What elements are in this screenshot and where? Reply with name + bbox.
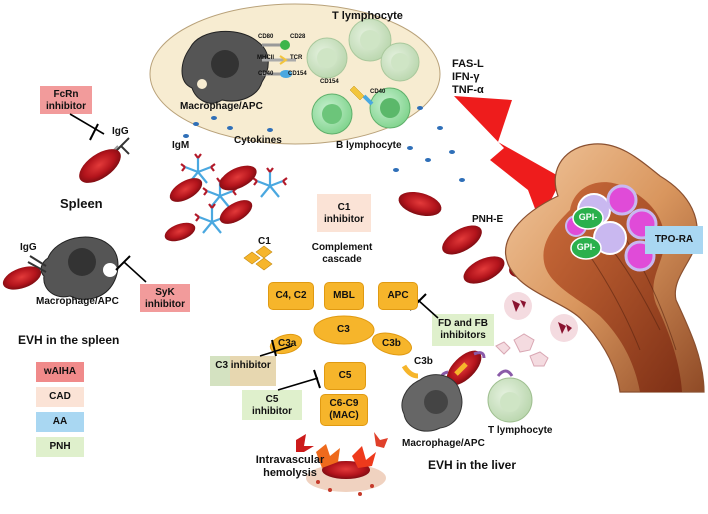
rbc-igm-1	[169, 178, 203, 202]
rbc-spleen-bottom	[2, 266, 42, 290]
c3-shape	[313, 315, 375, 345]
syk-inhibitor-bg	[140, 284, 190, 312]
c3b-label: C3b	[382, 338, 401, 349]
costimulatory-receptors	[262, 40, 296, 78]
legend-pnh-label: PNH	[49, 441, 71, 452]
cd28-label: CD28	[290, 34, 306, 40]
legend-wAIHA-label: wAIHA	[43, 366, 77, 377]
igg-bottom-label: IgG	[20, 242, 37, 253]
spleen-macrophage-label: Macrophage/APC	[36, 296, 119, 307]
fcrn-inhibitor-bg	[40, 86, 92, 114]
igg-top-label: IgG	[112, 126, 129, 137]
cytokine-ifn-gamma: IFN-γ	[452, 71, 480, 83]
cytokine-fas-l: FAS-L	[452, 58, 484, 70]
cd40-b-label: CD40	[370, 89, 386, 95]
rbc-igm-2	[219, 165, 257, 191]
hemolysis-splash	[296, 432, 388, 496]
complement-cascade-title: Complement cascade	[311, 242, 373, 265]
rbc-igm-4	[164, 222, 196, 242]
legend-cad-label: CAD	[49, 391, 71, 402]
cytokine-dots	[183, 106, 465, 182]
gpi-label-2: GPI-	[576, 242, 596, 252]
mhcii-label: MHCII	[257, 55, 274, 61]
fd-fb-inhibitors-bg	[432, 314, 494, 346]
tcr-label: TCR	[290, 55, 303, 61]
c3b-fragment	[401, 364, 419, 379]
evh-spleen-title: EVH in the spleen	[18, 333, 120, 347]
rbc-igm-3	[219, 200, 253, 224]
evh-liver-title: EVH in the liver	[428, 458, 517, 472]
b-lymphocyte-label: B lymphocyte	[336, 140, 402, 151]
apc-box: APC	[378, 282, 418, 310]
syk-inhibitor-label: SyK inhibitor	[145, 287, 185, 310]
liver-t-lymphocyte-label: T lymphocyte	[488, 425, 553, 436]
t-lymphocyte-label: T lymphocyte	[332, 10, 403, 22]
c5-box: C5	[324, 362, 366, 390]
fragmented-cells	[495, 292, 578, 367]
rbc-spleen-top	[79, 149, 121, 183]
legend-cad-swatch	[36, 387, 84, 407]
c1-inhibitor-label: C1 inhibitor	[324, 202, 364, 225]
c5-inhibitor-bg	[242, 390, 302, 420]
c3-label: C3	[337, 324, 350, 335]
c3-inhibitor-label: C3 inhibitor	[215, 360, 271, 371]
c1-complex	[243, 245, 273, 271]
legend-aa-swatch	[36, 412, 84, 432]
c6-c9-mac-box: C6-C9 (MAC)	[320, 394, 368, 426]
lightning-bolt	[454, 96, 562, 222]
c3b-liver-label: C3b	[414, 356, 433, 367]
cd80-label: CD80	[258, 34, 274, 40]
tpo-ra-label: TPO-RA	[654, 234, 694, 245]
legend-pnh-swatch	[36, 437, 84, 457]
c5-inhibitor-label: C5 inhibitor	[252, 394, 292, 417]
gpi-cells	[565, 184, 658, 272]
gpi-badge-1	[572, 206, 604, 230]
cd154-b-label: CD154	[320, 79, 339, 85]
c1-label: C1	[258, 236, 271, 247]
legend-wAIHA-swatch	[36, 362, 84, 382]
rbc-pnh-1	[398, 191, 442, 217]
pnh-e-label: PNH-E	[472, 214, 504, 225]
c3a-label: C3a	[278, 338, 297, 349]
cd154-label: CD154	[288, 71, 307, 77]
macrophage-apc-label: Macrophage/APC	[180, 101, 263, 112]
liver-macrophage-label: Macrophage/APC	[402, 438, 485, 449]
c4-c2-box: C4, C2	[268, 282, 314, 310]
fd-fb-inhibitors-label: FD and FB inhibitors	[438, 318, 488, 341]
c3b-shape	[372, 332, 412, 356]
tpo-ra-bg	[645, 226, 703, 254]
spleen-title: Spleen	[60, 196, 103, 211]
intravascular-hemolysis-label: Intravascular hemolysis	[255, 454, 325, 479]
gpi-badge-2	[570, 236, 602, 260]
c3a-shape	[269, 333, 303, 355]
mbl-box: MBL	[324, 282, 364, 310]
cytokines-label: Cytokines	[234, 135, 282, 146]
gpi-label-1: GPI-	[578, 212, 598, 222]
cd40-label: CD40	[258, 71, 274, 77]
igm-label: IgM	[172, 140, 190, 151]
rbc-pnh-3	[463, 256, 505, 284]
macrophage-nucleus	[211, 50, 239, 78]
cytokine-list: FAS-L IFN-γ TNF-α	[452, 58, 484, 97]
cytokine-tnf-alpha: TNF-α	[452, 84, 484, 96]
fcrn-inhibitor-label: FcRn inhibitor	[46, 89, 86, 112]
rbc-pnh-2	[442, 225, 482, 255]
legend-aa-label: AA	[52, 416, 68, 427]
c1-inhibitor-bg	[317, 194, 371, 232]
